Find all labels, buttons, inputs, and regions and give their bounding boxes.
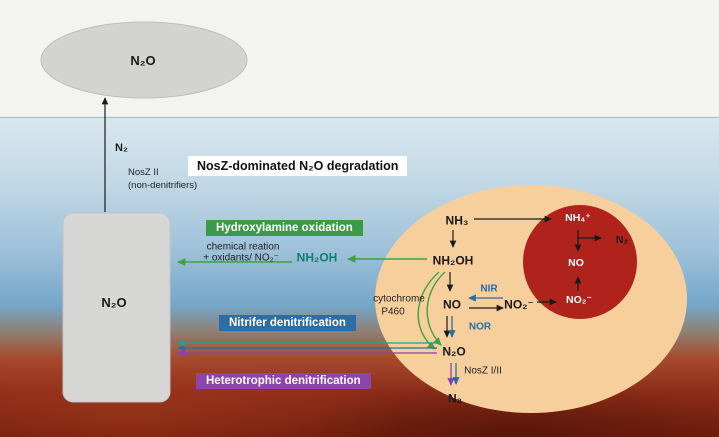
cytochrome-label-line2: P460 (381, 306, 405, 318)
cell-n2o-label: N₂O (442, 344, 466, 359)
nor-label: NOR (468, 321, 492, 333)
cell-no2-label: NO₂⁻ (504, 297, 534, 312)
anammox-no-label: NO (568, 257, 584, 270)
heterotrophic-denitrification-badge: Heterotrophic denitrification (196, 373, 371, 389)
cell-nh2oh-label: NH₂OH (432, 253, 474, 268)
anammox-n2-label: N₂ (615, 234, 629, 247)
purple-arrows (177, 349, 455, 386)
noszii-note-label: (non-denitrifiers) (128, 179, 198, 191)
efflux-n2-label: N₂ (115, 141, 128, 154)
nosz-i-ii-label: NosZ I/II (464, 365, 502, 377)
anammox-nh4-label: NH₄⁺ (565, 212, 591, 225)
cytochrome-label-line1: cytochrome (373, 293, 425, 305)
black-arrows (101, 97, 602, 338)
reservoir-n2o-label: N₂O (101, 294, 127, 310)
nir-label: NIR (480, 283, 498, 295)
atmosphere-n2o-label: N₂O (130, 52, 156, 68)
blue-arrows (177, 294, 503, 385)
anammox-no2-label: NO₂⁻ (566, 294, 592, 307)
chemical-note-line1: chemical reation (206, 241, 280, 253)
cell-nh3-label: NH₃ (445, 213, 469, 228)
figure-title: NosZ-dominated N₂O degradation (188, 156, 408, 176)
water-surface-line (0, 117, 719, 118)
cell-n2-label: N₂ (448, 391, 462, 406)
anammox-circle (523, 205, 637, 319)
noszii-label: NosZ II (128, 166, 159, 178)
cell-no-label: NO (443, 297, 461, 312)
external-nh2oh-label: NH₂OH (296, 250, 338, 265)
arrow-cytochrome-bypass-1 (426, 271, 446, 346)
atmosphere-cloud (40, 21, 248, 99)
nitrifier-denitrification-badge: Nitrifer denitrification (219, 315, 356, 331)
chemical-note-line2: + oxidants/ NO₂⁻ (203, 252, 279, 264)
n2o-reservoir-box (62, 212, 171, 403)
hydroxylamine-oxidation-badge: Hydroxylamine oxidation (206, 220, 363, 236)
